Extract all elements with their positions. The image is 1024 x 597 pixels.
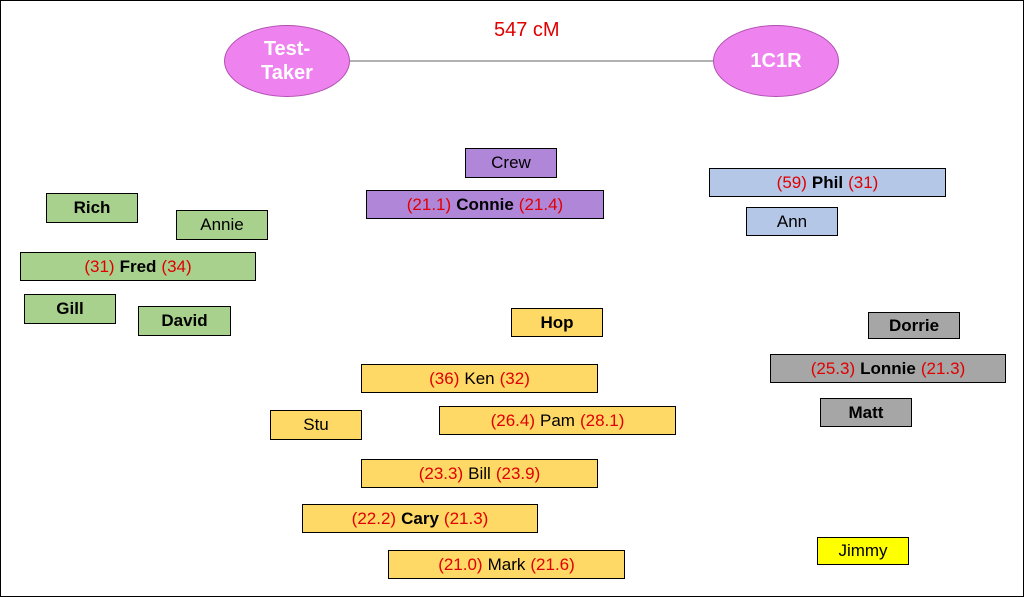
node-phil: (59) Phil (31) — [709, 168, 946, 197]
node-stu-label: Stu — [303, 415, 329, 434]
node-ann: Ann — [746, 207, 838, 236]
node-cary-left-cm: (22.2) — [351, 508, 397, 528]
node-david-label: David — [161, 311, 208, 330]
node-mark: (21.0) Mark (21.6) — [388, 550, 625, 579]
node-crew: Crew — [465, 148, 557, 178]
node-cary-right-cm: (21.3) — [443, 508, 489, 528]
node-connie-left-cm: (21.1) — [406, 194, 452, 214]
node-crew-label: Crew — [491, 153, 531, 172]
test-taker-label: Test- Taker — [261, 38, 313, 84]
node-bill-name: Bill — [468, 463, 491, 483]
1c1r-oval: 1C1R — [713, 25, 839, 97]
node-jimmy-label: Jimmy — [838, 541, 888, 560]
node-pam-left-cm: (26.4) — [490, 410, 536, 430]
node-rich: Rich — [46, 193, 138, 223]
node-ken-name: Ken — [464, 368, 495, 388]
node-ken: (36) Ken (32) — [361, 364, 598, 393]
node-annie-label: Annie — [200, 215, 244, 234]
node-fred-name: Fred — [119, 256, 157, 276]
node-ken-right-cm: (32) — [499, 368, 530, 388]
node-gill: Gill — [24, 294, 116, 324]
node-jimmy: Jimmy — [817, 537, 909, 565]
node-lonnie-left-cm: (25.3) — [810, 358, 856, 378]
node-phil-left-cm: (59) — [776, 172, 807, 192]
node-dorrie-label: Dorrie — [888, 315, 940, 335]
node-bill: (23.3) Bill (23.9) — [361, 459, 598, 488]
node-cary-name: Cary — [401, 508, 439, 528]
node-ken-left-cm: (36) — [429, 368, 460, 388]
node-cary: (22.2) Cary (21.3) — [302, 504, 538, 533]
node-mark-right-cm: (21.6) — [530, 554, 575, 574]
node-pam-name: Pam — [540, 410, 575, 430]
node-hop: Hop — [511, 308, 603, 337]
node-rich-label: Rich — [73, 198, 111, 217]
node-annie: Annie — [176, 210, 268, 240]
node-bill-left-cm: (23.3) — [418, 463, 464, 483]
node-lonnie-right-cm: (21.3) — [920, 358, 966, 378]
node-dorrie: Dorrie — [868, 312, 960, 339]
node-lonnie-name: Lonnie — [860, 358, 916, 378]
test-taker-oval: Test- Taker — [224, 25, 350, 97]
node-phil-right-cm: (31) — [848, 172, 879, 192]
node-bill-right-cm: (23.9) — [495, 463, 541, 483]
node-david: David — [138, 306, 231, 336]
node-fred-right-cm: (34) — [161, 256, 192, 276]
node-connie: (21.1) Connie (21.4) — [366, 190, 604, 219]
node-stu: Stu — [270, 410, 362, 440]
node-mark-left-cm: (21.0) — [438, 554, 483, 574]
node-matt: Matt — [820, 398, 912, 427]
node-hop-label: Hop — [540, 312, 574, 332]
node-ann-label: Ann — [776, 211, 808, 231]
node-mark-name: Mark — [487, 554, 526, 574]
node-connie-name: Connie — [456, 194, 514, 214]
node-lonnie: (25.3) Lonnie (21.3) — [770, 354, 1006, 383]
node-matt-label: Matt — [848, 402, 884, 422]
node-pam: (26.4) Pam (28.1) — [439, 406, 676, 435]
node-gill-label: Gill — [56, 299, 84, 318]
node-fred-left-cm: (31) — [84, 256, 115, 276]
node-connie-right-cm: (21.4) — [518, 194, 564, 214]
node-phil-name: Phil — [811, 172, 844, 192]
node-fred: (31) Fred (34) — [20, 252, 256, 281]
1c1r-label: 1C1R — [750, 50, 802, 72]
node-pam-right-cm: (28.1) — [579, 410, 625, 430]
shared-cm-label: 547 cM — [494, 19, 560, 41]
